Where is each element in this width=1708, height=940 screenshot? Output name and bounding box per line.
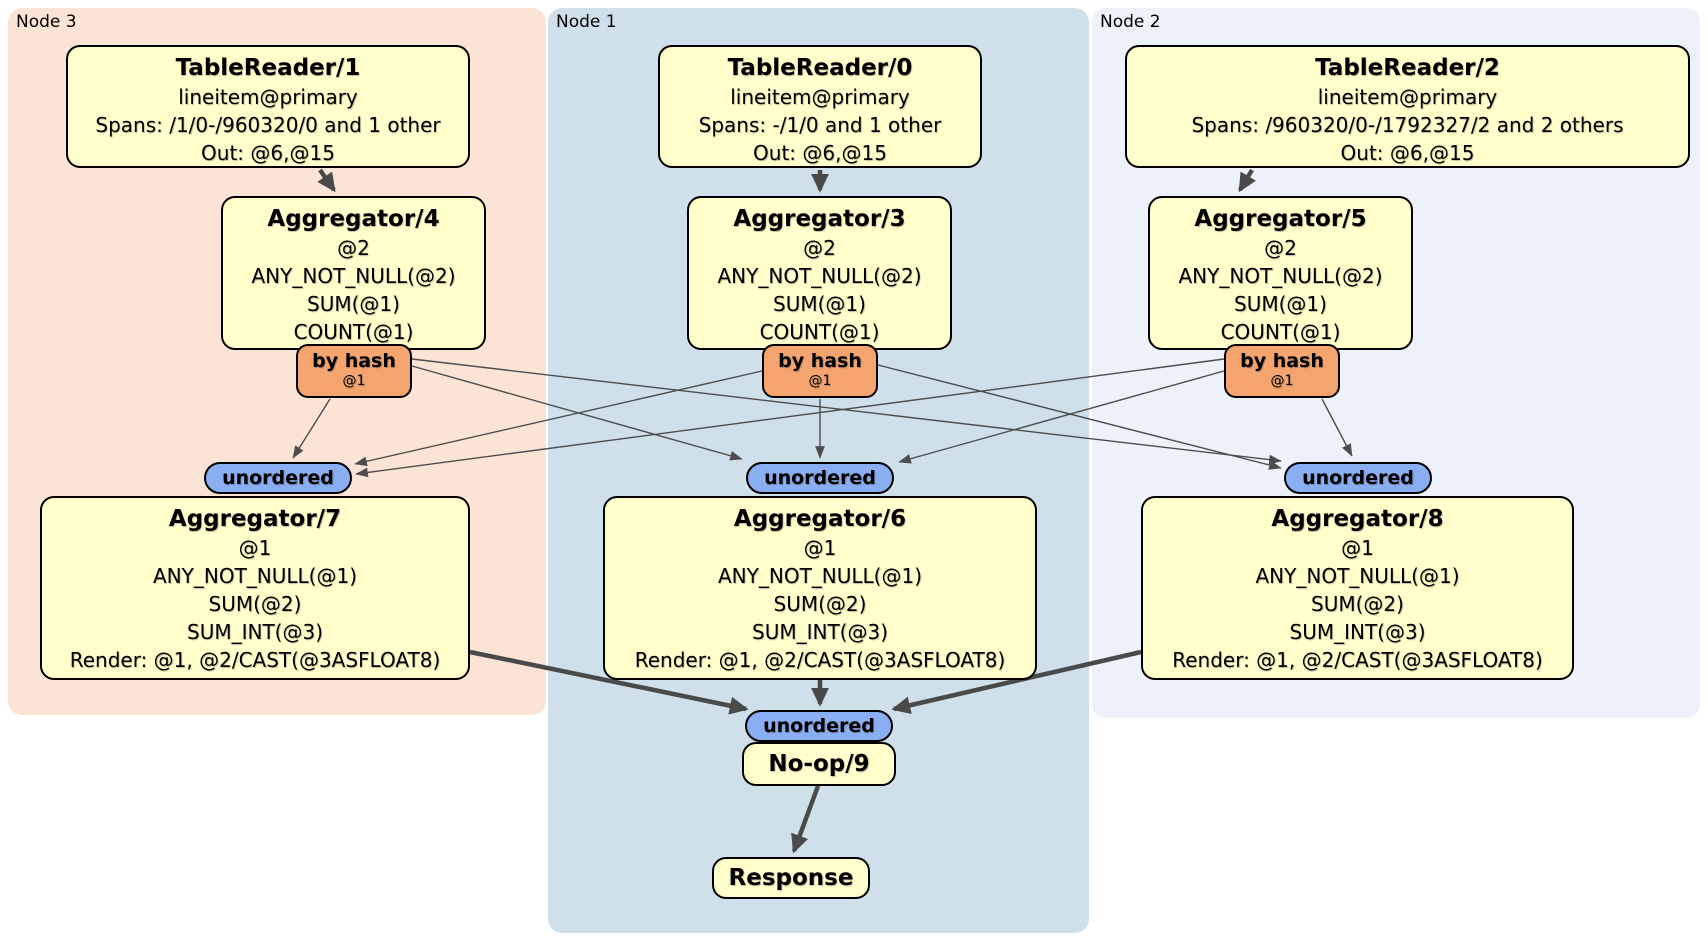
processor-aggregator-3: Aggregator/3 @2 ANY_NOT_NULL(@2) SUM(@1)… <box>687 196 952 350</box>
processor-detail: COUNT(@1) <box>1220 320 1341 344</box>
processor-detail: ANY_NOT_NULL(@2) <box>717 264 922 288</box>
processor-noop-9: No-op/9 <box>742 742 896 786</box>
processor-detail: COUNT(@1) <box>759 320 880 344</box>
processor-detail: SUM_INT(@3) <box>1289 620 1426 644</box>
router-label: by hash <box>778 350 862 372</box>
processor-tablereader-2: TableReader/2 lineitem@primary Spans: /9… <box>1125 45 1690 168</box>
processor-detail: Spans: -/1/0 and 1 other <box>698 113 942 137</box>
processor-detail: @1 <box>803 536 837 560</box>
processor-title: TableReader/0 <box>727 55 913 81</box>
processor-title: Aggregator/7 <box>168 506 342 532</box>
processor-detail: SUM(@2) <box>1311 592 1404 616</box>
processor-title: TableReader/2 <box>1315 55 1500 81</box>
processor-title: Aggregator/3 <box>733 206 906 232</box>
processor-detail: ANY_NOT_NULL(@2) <box>1178 264 1383 288</box>
router-detail: @1 <box>1270 373 1294 389</box>
sync-unordered-node3: unordered <box>204 462 352 494</box>
processor-detail: lineitem@primary <box>1317 85 1498 109</box>
router-label: by hash <box>1240 350 1324 372</box>
sync-unordered-merge: unordered <box>745 710 893 742</box>
processor-detail: Spans: /1/0-/960320/0 and 1 other <box>95 113 441 137</box>
processor-title: Aggregator/5 <box>1194 206 1367 232</box>
processor-tablereader-1: TableReader/1 lineitem@primary Spans: /1… <box>66 45 470 168</box>
node2-label: Node 2 <box>1100 12 1161 32</box>
processor-detail: SUM(@1) <box>1234 292 1327 316</box>
processor-response: Response <box>712 857 870 899</box>
router-detail: @1 <box>808 373 832 389</box>
sync-label: unordered <box>763 715 875 737</box>
processor-detail: SUM_INT(@3) <box>752 620 888 644</box>
processor-detail: @1 <box>238 536 272 560</box>
router-label: by hash <box>312 350 396 372</box>
processor-detail: Out: @6,@15 <box>201 141 335 165</box>
processor-title: Aggregator/6 <box>733 506 907 532</box>
processor-detail: SUM(@1) <box>307 292 400 316</box>
processor-detail: Render: @1, @2/CAST(@3ASFLOAT8) <box>69 648 441 672</box>
sync-label: unordered <box>764 467 876 489</box>
sync-unordered-node2: unordered <box>1284 462 1432 494</box>
processor-detail: ANY_NOT_NULL(@1) <box>718 564 922 588</box>
processor-aggregator-5: Aggregator/5 @2 ANY_NOT_NULL(@2) SUM(@1)… <box>1148 196 1413 350</box>
processor-detail: COUNT(@1) <box>293 320 414 344</box>
processor-detail: @2 <box>803 236 836 260</box>
sync-label: unordered <box>222 467 334 489</box>
processor-detail: SUM(@2) <box>773 592 867 616</box>
processor-detail: Spans: /960320/0-/1792327/2 and 2 others <box>1191 113 1624 137</box>
processor-tablereader-0: TableReader/0 lineitem@primary Spans: -/… <box>658 45 982 168</box>
processor-title: No-op/9 <box>768 751 870 777</box>
processor-detail: Out: @6,@15 <box>1340 141 1475 165</box>
processor-detail: ANY_NOT_NULL(@1) <box>153 564 357 588</box>
processor-aggregator-8: Aggregator/8 @1 ANY_NOT_NULL(@1) SUM(@2)… <box>1141 496 1574 680</box>
processor-detail: @1 <box>1341 536 1374 560</box>
processor-aggregator-4: Aggregator/4 @2 ANY_NOT_NULL(@2) SUM(@1)… <box>221 196 486 350</box>
processor-detail: ANY_NOT_NULL(@1) <box>1255 564 1460 588</box>
sync-unordered-node1: unordered <box>746 462 894 494</box>
processor-aggregator-7: Aggregator/7 @1 ANY_NOT_NULL(@1) SUM(@2)… <box>40 496 470 680</box>
processor-detail: SUM(@1) <box>773 292 866 316</box>
processor-detail: Render: @1, @2/CAST(@3ASFLOAT8) <box>634 648 1006 672</box>
node1-label: Node 1 <box>556 12 617 32</box>
processor-detail: @2 <box>337 236 370 260</box>
processor-aggregator-6: Aggregator/6 @1 ANY_NOT_NULL(@1) SUM(@2)… <box>603 496 1037 680</box>
processor-detail: Render: @1, @2/CAST(@3ASFLOAT8) <box>1172 648 1543 672</box>
processor-detail: SUM_INT(@3) <box>187 620 323 644</box>
processor-detail: Out: @6,@15 <box>753 141 887 165</box>
router-by-hash-node2: by hash @1 <box>1224 344 1340 398</box>
processor-title: Response <box>728 865 854 891</box>
processor-detail: ANY_NOT_NULL(@2) <box>251 264 456 288</box>
processor-title: Aggregator/8 <box>1271 506 1444 532</box>
processor-detail: lineitem@primary <box>730 85 910 109</box>
processor-title: TableReader/1 <box>175 55 361 81</box>
router-detail: @1 <box>342 373 366 389</box>
processor-detail: @2 <box>1264 236 1297 260</box>
node3-label: Node 3 <box>16 12 77 32</box>
router-by-hash-node3: by hash @1 <box>296 344 412 398</box>
sync-label: unordered <box>1302 467 1414 489</box>
processor-detail: SUM(@2) <box>208 592 302 616</box>
processor-detail: lineitem@primary <box>178 85 358 109</box>
router-by-hash-node1: by hash @1 <box>762 344 878 398</box>
processor-title: Aggregator/4 <box>267 206 440 232</box>
